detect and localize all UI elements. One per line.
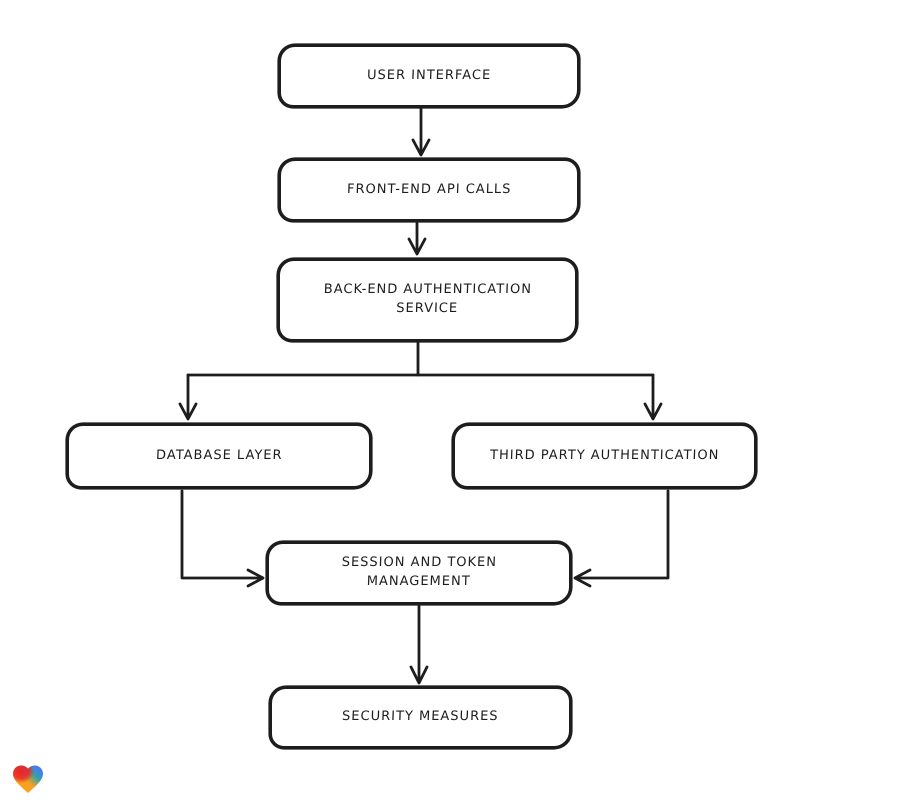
node-label: FRONT-END API CALLS <box>346 181 512 197</box>
edge-front-end-to-back-end <box>407 221 427 256</box>
gradient-heart-logo-icon[interactable] <box>9 761 47 797</box>
node-security-measures: SECURITY MEASURES <box>269 686 572 749</box>
node-session-and-token-management: SESSION AND TOKEN MANAGEMENT <box>266 541 572 605</box>
node-front-end-api-calls: FRONT-END API CALLS <box>278 158 580 222</box>
node-third-party-authentication: THIRD PARTY AUTHENTICATION <box>452 423 757 489</box>
node-label: DATABASE LAYER <box>155 447 283 463</box>
node-label: USER INTERFACE <box>366 67 492 83</box>
edge-user-interface-to-front-end <box>411 107 431 157</box>
node-user-interface: USER INTERFACE <box>278 44 580 108</box>
edge-database-to-session <box>180 489 265 588</box>
node-label: SESSION AND TOKEN MANAGEMENT <box>341 555 498 589</box>
edge-session-to-security <box>409 604 429 685</box>
node-database-layer: DATABASE LAYER <box>66 423 372 489</box>
node-label: THIRD PARTY AUTHENTICATION <box>489 447 720 463</box>
node-back-end-authentication-service: BACK-END AUTHENTICATION SERVICE <box>277 258 578 342</box>
edge-third-party-to-session <box>573 489 670 588</box>
edge-back-end-branch <box>178 341 663 421</box>
node-label: BACK-END AUTHENTICATION SERVICE <box>323 282 533 316</box>
node-label: SECURITY MEASURES <box>342 709 500 725</box>
